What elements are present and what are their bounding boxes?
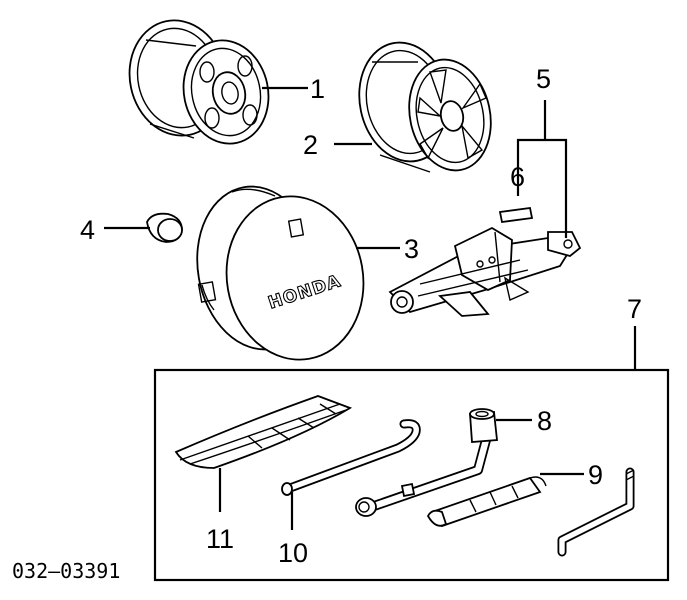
callout-9: 9 — [588, 460, 603, 490]
callout-11: 11 — [206, 524, 234, 554]
tool-kit-frame — [153, 368, 670, 582]
callout-4: 4 — [80, 215, 95, 245]
callout-6: 6 — [510, 162, 525, 192]
callout-7: 7 — [627, 294, 642, 324]
wheel-wrench — [281, 419, 421, 496]
callout-2: 2 — [303, 130, 318, 160]
lug-cap — [146, 212, 183, 243]
extension-bar — [426, 476, 547, 528]
tool-bag — [174, 395, 353, 469]
jack-handle — [355, 408, 498, 517]
leader-lines — [104, 86, 637, 530]
callout-1: 1 — [310, 74, 325, 104]
spare-tire-cover: HONDA — [196, 185, 365, 361]
callout-8: 8 — [537, 406, 552, 436]
wheel-alloy — [358, 41, 492, 173]
wheel-steel — [128, 19, 270, 145]
callout-5: 5 — [536, 64, 551, 94]
callout-10: 10 — [278, 538, 308, 568]
l-rod — [557, 467, 635, 557]
callout-3: 3 — [404, 234, 419, 264]
diagram-number: 032–03391 — [12, 559, 120, 583]
scissor-jack — [388, 206, 582, 317]
